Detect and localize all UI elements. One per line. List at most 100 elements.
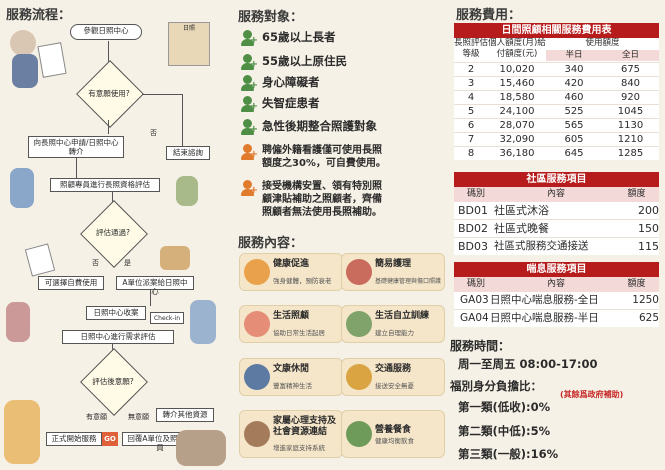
checkin-sign: Check-in xyxy=(150,312,184,324)
fee-table: 長照評估等級 個人額度(月)給付額度(元) 使用額度 半日 全日 2 10,020… xyxy=(454,38,659,160)
header-code: 碼別 xyxy=(466,279,485,289)
cell: 日照中心喘息服務-全日 xyxy=(490,294,599,306)
cell: 420 xyxy=(564,78,584,89)
cell: 4 xyxy=(467,92,475,103)
service-card: 營養餐食 健康均衡飲食 xyxy=(341,410,445,458)
elder-figure-icon xyxy=(10,30,36,56)
fees-title: 服務費用： xyxy=(456,8,522,23)
apply-box: 向長照中心申請/日照中心轉介 xyxy=(28,136,124,158)
arrow xyxy=(142,94,182,96)
category-3: 第三類(一般):16% xyxy=(458,447,559,461)
service-card: 生活自立訓練 建立自理能力 xyxy=(341,305,445,343)
cell: 150 xyxy=(638,222,659,235)
cell: 645 xyxy=(564,148,584,159)
elder-body-icon xyxy=(12,54,38,88)
subsidy-note: (其餘爲政府補助) xyxy=(560,390,624,399)
header-quota: 額度 xyxy=(627,279,646,289)
targets-title: 服務對象： xyxy=(238,10,304,25)
cell: BD02 xyxy=(458,222,489,235)
target-item: + 失智症患者 xyxy=(240,96,320,112)
cell: 200 xyxy=(638,204,659,217)
nurse-icon xyxy=(346,259,372,285)
target-item: + 急性後期整合照護對象 xyxy=(240,119,377,135)
end-consult-box: 結束諮詢 xyxy=(166,146,210,160)
form-icon xyxy=(24,243,56,277)
target-text: 55歲以上原住民 xyxy=(262,54,348,68)
note-1-line-2: 額度之30%，可自費使用。 xyxy=(262,158,386,169)
no-label: 否 xyxy=(150,129,157,137)
service-card: 家屬心理支持及社會資源連結 增進家庭支持系統 xyxy=(239,410,343,458)
go-badge: GO xyxy=(102,432,118,446)
service-desc: 協助日常生活起居 xyxy=(273,329,325,337)
person-plus-icon: + xyxy=(240,54,258,70)
cell: GA03 xyxy=(460,294,489,306)
caregiver-figure-icon xyxy=(6,302,30,342)
community-header: 碼別內容額度 xyxy=(454,187,659,202)
family-figure-icon xyxy=(176,430,226,466)
cell: 28,070 xyxy=(499,120,535,131)
cell: 8 xyxy=(467,148,475,159)
cell: 565 xyxy=(564,120,584,131)
service-desc: 增進家庭支持系統 xyxy=(273,444,325,452)
cell: 2 xyxy=(467,64,475,75)
decision-3-label: 評估後意願? xyxy=(92,377,134,386)
fee-table-title: 日間照顧相關服務費用表 xyxy=(454,23,659,38)
yes-label-2: 是 xyxy=(124,259,131,267)
decision-1-label: 有意願使用? xyxy=(88,89,130,98)
category-1: 第一類(低收):0% xyxy=(458,400,551,414)
music-icon xyxy=(244,364,270,390)
service-desc: 接送安全無憂 xyxy=(375,382,414,390)
note-2-line-2: 顧津貼補助之照顧者，齊備 xyxy=(262,194,382,205)
service-name: 營養餐食 xyxy=(375,425,412,435)
cell: 10,020 xyxy=(499,64,535,75)
daycare-building-icon: 日照 xyxy=(168,22,210,66)
service-card: 生活照顧 協助日常生活起居 xyxy=(239,305,343,343)
cell: 18,580 xyxy=(499,92,535,103)
no-label-2: 否 xyxy=(92,259,99,267)
cell: 1210 xyxy=(617,134,644,145)
meal-icon xyxy=(346,421,372,447)
need-eval-box: 日照中心進行需求評估 xyxy=(62,330,174,344)
respite-header: 碼別 內容 額度 xyxy=(454,277,659,292)
family-support-icon xyxy=(244,421,270,447)
service-flowchart: 服務流程： 參觀日照中心 日照 有意願使用? 否 結束諮詢 向長照中心申請/日照… xyxy=(0,0,232,470)
service-name: 家屬心理支持及社會資源連結 xyxy=(273,416,337,437)
fee-table-header: 長照評估等級 個人額度(月)給付額度(元) 使用額度 半日 全日 xyxy=(454,38,659,63)
flow-start-box: 參觀日照中心 xyxy=(70,24,142,40)
header-level: 長照評估等級 xyxy=(454,38,489,59)
service-desc: 基礎健康管理與傷口照護 xyxy=(375,278,442,285)
start-service-box: 正式開始服務 xyxy=(46,432,102,446)
arrow xyxy=(108,120,110,134)
header-half: 半日 xyxy=(565,50,583,60)
heart-hands-icon xyxy=(244,311,270,337)
cell: 24,100 xyxy=(499,106,535,117)
target-item: + 55歲以上原住民 xyxy=(240,54,347,70)
target-item: + 65歲以上長者 xyxy=(240,30,336,46)
cell: 1045 xyxy=(617,106,644,117)
header-full: 全日 xyxy=(621,50,639,60)
exercise-icon xyxy=(244,259,270,285)
hours-title: 服務時間： xyxy=(450,339,511,353)
header-amount: 個人額度(月)給付額度(元) xyxy=(488,38,546,59)
target-text: 急性後期整合照護對象 xyxy=(262,119,377,133)
service-name: 生活照顧 xyxy=(273,311,310,321)
header-content: 內容 xyxy=(546,279,565,289)
option-willing: 有意願 xyxy=(86,413,107,421)
cell: 社區式沐浴 xyxy=(494,204,549,217)
cell: 6 xyxy=(467,120,475,131)
cell: 3 xyxy=(467,78,475,89)
building-label: 日照 xyxy=(182,25,195,32)
service-card: 文康休閒 豐富精神生活 xyxy=(239,358,343,396)
cell: 日照中心喘息服務-半日 xyxy=(490,312,599,324)
target-note-1: + 聘僱外籍看護僅可使用長照額度之30%，可自費使用。 xyxy=(240,144,386,170)
bus-icon xyxy=(346,364,372,390)
arrow xyxy=(150,290,152,306)
